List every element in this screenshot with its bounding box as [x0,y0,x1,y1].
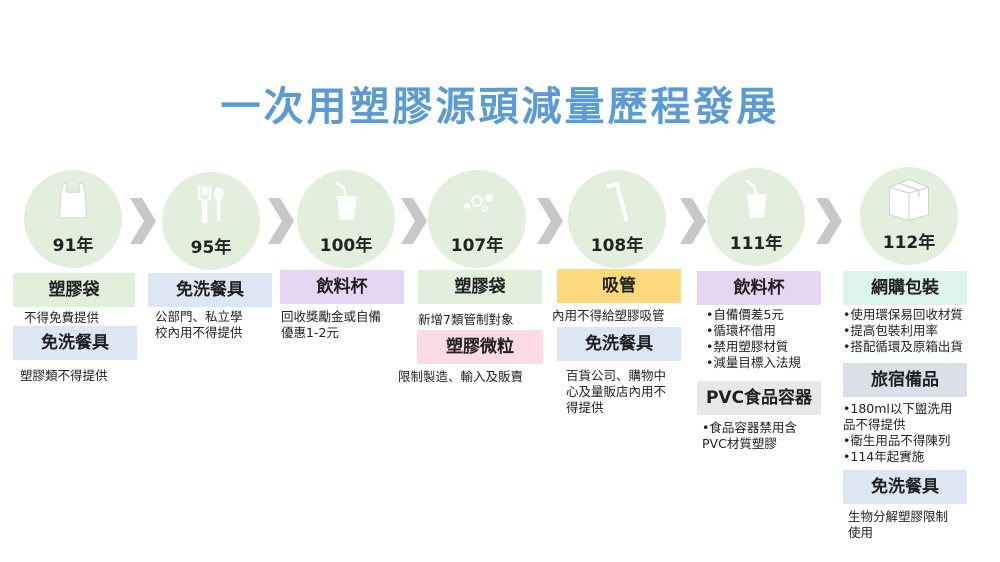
package-box-icon [888,178,930,222]
category-disposable-tableware: 免洗餐具 [148,273,272,307]
milestone-111: 111年 [707,168,805,266]
policy-text: 新增7類管制對象 [418,312,514,327]
category-disposable-tableware: 免洗餐具 [557,327,681,361]
policy-text: 生物分解塑膠限制 使用 [848,509,949,540]
fork-spoon-icon [198,186,224,223]
policy-text: 百貨公司、購物中 心及量販店內用不 得提供 [566,368,667,415]
milestone-108: 108年 [568,170,666,268]
category-drink-cup: 飲料杯 [280,270,404,304]
policy-list: •使用環保易回收材質 •提高包裝利用率 •搭配循環及原箱出貨 [843,307,963,354]
chevron-right-icon [401,198,427,244]
policy-text: 回收獎勵金或自備 優惠1-2元 [281,309,382,340]
category-disposable-tableware: 免洗餐具 [843,470,967,504]
chevron-right-icon [537,198,563,244]
chevron-right-icon [268,198,294,244]
straw-icon [606,182,629,223]
drink-cup-icon [745,179,767,218]
chevron-right-icon [680,198,706,244]
milestone-112: 112年 [860,167,958,265]
plastic-bag-icon [58,182,88,219]
year-label: 107年 [450,236,504,256]
year-label: 111年 [729,234,783,254]
year-label: 91年 [52,236,94,256]
policy-text: 內用不得給塑膠吸管 [552,308,665,323]
policy-text: 限制製造、輸入及販賣 [398,369,524,384]
policy-text: 塑膠類不得提供 [20,368,108,383]
chevron-right-icon [816,198,842,244]
milestone-95: 95年 [162,172,260,270]
category-microbeads: 塑膠微粒 [417,330,543,364]
year-label: 100年 [319,236,373,256]
milestone-107: 107年 [428,170,526,268]
milestone-100: 100年 [297,170,395,268]
category-disposable-tableware: 免洗餐具 [13,326,137,360]
category-drink-cup: 飲料杯 [697,271,821,305]
drink-cup-icon [335,181,357,220]
page-title: 一次用塑膠源頭減量歷程發展 [220,84,780,130]
microbeads-icon [464,194,493,213]
category-plastic-bag: 塑膠袋 [13,273,135,307]
chevron-right-icon [130,198,156,244]
year-label: 112年 [882,233,936,253]
policy-list: •食品容器禁用含 PVC材質塑膠 [702,420,797,451]
category-hotel-amenities: 旅宿備品 [843,363,967,397]
category-plastic-bag: 塑膠袋 [418,270,542,304]
category-straw: 吸管 [557,269,681,303]
policy-list: •180ml以下盥洗用 品不得提供 •衛生用品不得陳列 •114年起實施 [843,401,953,464]
milestone-91: 91年 [24,170,122,268]
policy-list: •自備價差5元 •循環杯借用 •禁用塑膠材質 •減量目標入法規 [706,307,801,370]
category-online-packaging: 網購包裝 [843,271,967,305]
year-label: 108年 [590,236,644,256]
policy-text: 公部門、私立學 校內用不得提供 [155,309,243,340]
year-label: 95年 [190,238,232,258]
policy-text: 不得免費提供 [24,310,100,325]
category-pvc-container: PVC食品容器 [697,381,821,415]
